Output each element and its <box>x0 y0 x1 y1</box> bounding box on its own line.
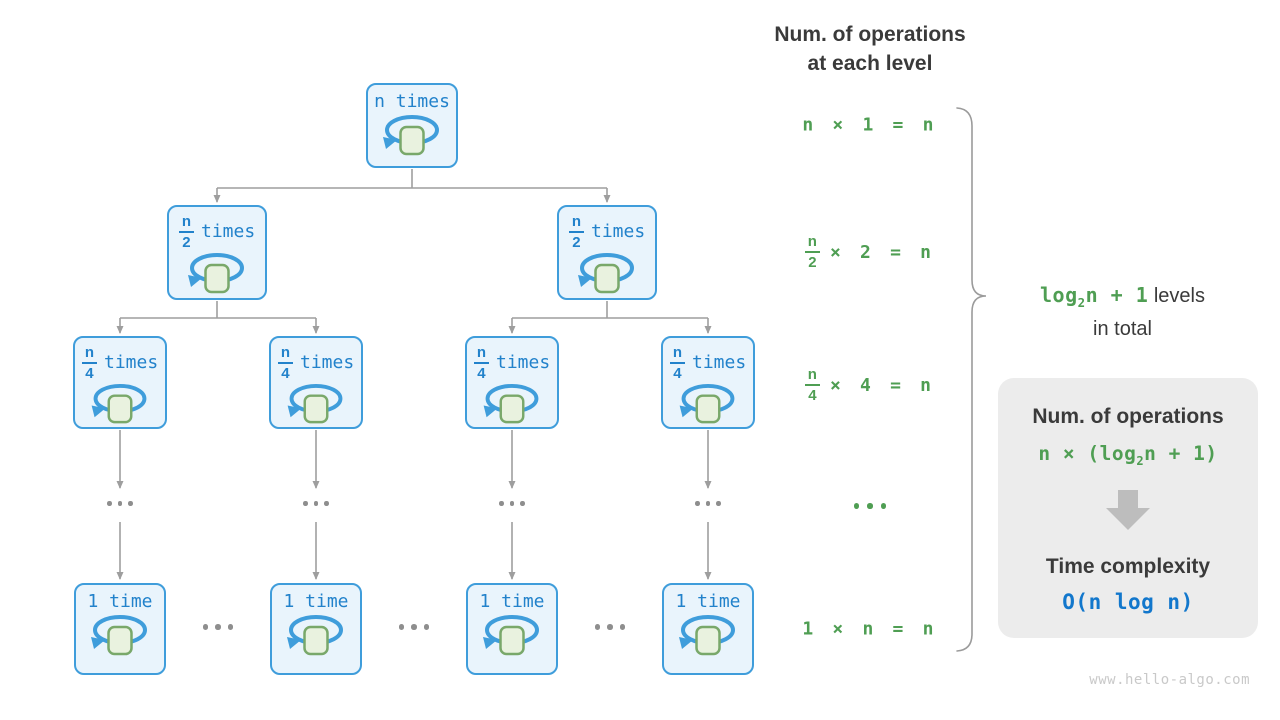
node-label: times <box>200 221 256 243</box>
summary-panel: Num. of operations n × (log2n + 1) Time … <box>998 378 1258 638</box>
watermark: www.hello-algo.com <box>1089 672 1250 688</box>
ellipsis-dots <box>390 624 438 630</box>
panel-operations-formula: n × (log2n + 1) <box>1038 442 1218 468</box>
loop-arrow-icon <box>483 383 539 424</box>
node-label: n times <box>374 91 450 112</box>
operations-row-level1: n × 1 = n <box>802 114 938 136</box>
node-label: times <box>103 352 159 374</box>
loop-arrow-icon <box>679 383 735 424</box>
panel-complexity-title: Time complexity <box>1045 554 1211 578</box>
ellipsis-dots-green <box>850 503 890 509</box>
curly-brace <box>956 107 987 652</box>
loop-arrow-icon <box>91 614 147 656</box>
loop-arrow-icon <box>91 383 147 424</box>
loop-arrow-icon <box>287 614 343 656</box>
ellipsis-dots <box>492 501 532 506</box>
node-label: 1 time <box>87 591 153 612</box>
tree-node-leaf-1: 1 time <box>74 583 166 675</box>
down-arrow-icon <box>1106 489 1150 530</box>
loop-arrow-icon <box>679 614 735 656</box>
node-label: times <box>590 221 646 243</box>
node-label: times <box>691 352 747 374</box>
ellipsis-dots <box>100 501 140 506</box>
node-label: 1 time <box>283 591 349 612</box>
header-line-2: at each level <box>807 52 933 75</box>
panel-complexity-formula: O(n log n) <box>1062 589 1194 614</box>
ellipsis-dots <box>296 501 336 506</box>
header-line-1: Num. of operations <box>774 23 966 46</box>
loop-arrow-icon <box>383 114 439 156</box>
panel-operations-title: Num. of operations <box>1032 405 1224 428</box>
tree-node-leaf-2: 1 time <box>270 583 362 675</box>
operations-column-header: Num. of operations at each level <box>740 20 1000 78</box>
loop-arrow-icon <box>483 614 539 656</box>
ellipsis-dots <box>688 501 728 506</box>
ellipsis-dots <box>586 624 634 630</box>
loop-arrow-icon <box>287 383 343 424</box>
tree-node-leaf-4: 1 time <box>662 583 754 675</box>
node-label: 1 time <box>675 591 741 612</box>
node-label: 1 time <box>479 591 545 612</box>
tree-node-root: n times <box>366 83 458 168</box>
loop-arrow-icon <box>578 253 634 294</box>
node-label: times <box>299 352 355 374</box>
tree-node-leaf-3: 1 time <box>466 583 558 675</box>
ellipsis-dots <box>194 624 242 630</box>
operations-row-leaf: 1 × n = n <box>802 618 938 640</box>
levels-total-label: log2n + 1 levels in total <box>1039 283 1205 340</box>
node-label: times <box>495 352 551 374</box>
loop-arrow-icon <box>188 253 244 294</box>
